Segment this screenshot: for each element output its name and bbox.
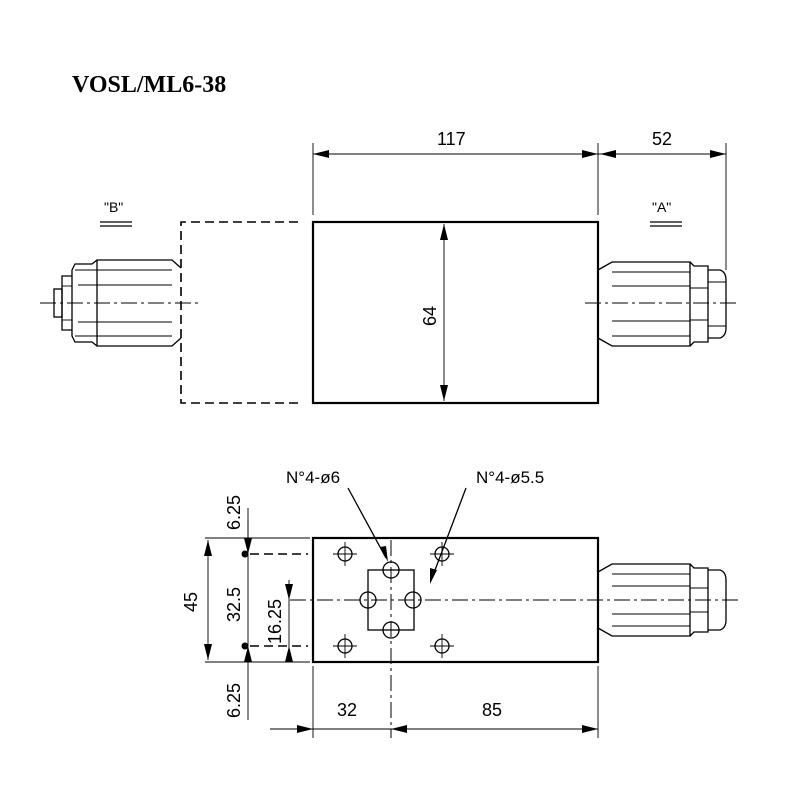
dim-height: 64: [420, 306, 440, 326]
dim-fitting: 52: [652, 129, 672, 149]
port-hole: [359, 591, 377, 609]
dim-right: 85: [482, 700, 502, 720]
top-view: "B" "A" 117 52 64: [40, 129, 738, 405]
dim-length: 117: [437, 129, 466, 149]
dim-left: 32: [337, 700, 357, 720]
fitting-a: [597, 261, 727, 347]
valve-body: [311, 220, 600, 405]
dim-half-span: 16.25: [265, 599, 285, 644]
dim-hole-span: 32.5: [224, 587, 244, 622]
port-b-label: "B": [104, 199, 123, 215]
ghost-body: [180, 221, 298, 404]
port-hole: [404, 591, 422, 609]
drawing-title: VOSL/ML6-38: [72, 72, 227, 98]
dim-bottom-offset: 6.25: [224, 683, 244, 718]
hole-label-6: N°4-ø6: [286, 468, 340, 487]
bottom-view: N°4-ø6 N°4-ø5.5 45 6.25 32.5 6.25 16.25 …: [181, 468, 738, 738]
dim-width: 45: [181, 592, 201, 612]
dim-top-offset: 6.25: [224, 495, 244, 530]
port-a-label: "A": [652, 199, 671, 215]
hole-label-5-5: N°4-ø5.5: [476, 468, 544, 487]
